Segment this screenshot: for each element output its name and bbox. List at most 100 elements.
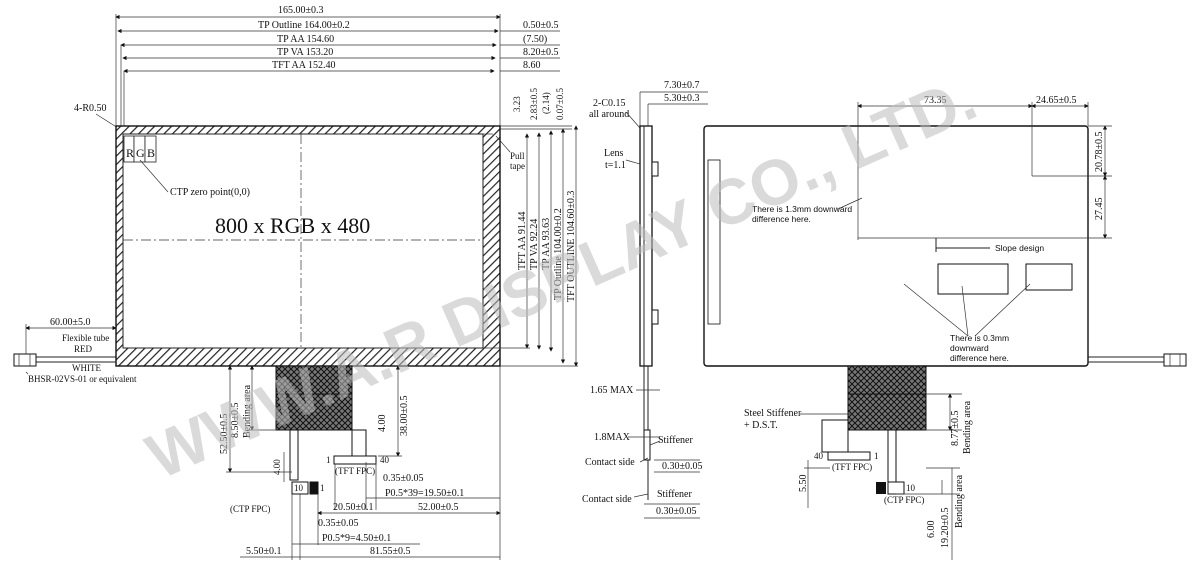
dim-fpc-right-1: 4.00 — [377, 415, 388, 433]
dim-tp-aa-v: TP AA 93.63 — [541, 218, 552, 270]
back-ctp-pin-1: 1 — [880, 483, 885, 493]
steel-stiffener-1: Steel Stiffener — [744, 408, 802, 419]
dim-bottom-8: 81.55±0.5 — [370, 546, 411, 557]
connector-label: BHSR-02VS-01 or equivalent — [28, 374, 137, 384]
side-max-18: 1.8MAX — [594, 432, 631, 443]
white-wire-label: WHITE — [72, 363, 101, 373]
note-03mm-1: There is 0.3mm — [950, 333, 1009, 343]
back-bottom-dim-4: Bending area — [954, 474, 965, 528]
chamfer-1: 2-C0.15 — [593, 98, 626, 109]
backlight-cable: 60.00±5.0 Flexible tube RED WHITE BHSR-0… — [13, 317, 137, 384]
rgb-r: R — [126, 146, 134, 160]
back-dim-top-2: 24.65±0.5 — [1036, 95, 1077, 106]
back-view: 73.35 24.65±0.5 20.78±0.5 27.45 There is… — [703, 95, 1187, 560]
back-ctp-pin-10: 10 — [906, 483, 916, 493]
front-vertical-dimensions: TFT AA 91.44 TP VA 92.24 TP AA 93.63 TP … — [483, 125, 579, 367]
dim-right-offset-2: (7.50) — [523, 34, 547, 45]
dim-tp-outline-v: TP Outline 104.00±0.2 — [553, 208, 564, 300]
dim-vert-offset-1: 3.23 — [512, 96, 522, 112]
dim-fpc-left-1: 52.50±0.5 — [219, 414, 230, 455]
side-panel-body — [639, 125, 653, 367]
corner-radius-label: 4-R0.50 — [74, 103, 107, 114]
tft-pin-40: 40 — [380, 455, 390, 465]
back-ctp-fpc-label: (CTP FPC) — [884, 495, 924, 505]
ctp-fpc-label: (CTP FPC) — [230, 504, 270, 514]
dim-bottom-7: 5.50±0.1 — [246, 546, 282, 557]
side-view: 7.30±0.7 5.30±0.3 2-C0.15 all around Len… — [582, 80, 708, 519]
slope-design: Slope design — [995, 243, 1044, 253]
back-bottom-dim-2: 6.00 — [926, 521, 937, 539]
side-dim-2: 5.30±0.3 — [664, 93, 700, 104]
back-tft-fpc-label: (TFT FPC) — [832, 462, 872, 472]
dim-bottom-2: P0.5*39=19.50±0.1 — [385, 488, 464, 499]
dim-right-offset-1: 0.50±0.5 — [523, 20, 559, 31]
active-area — [122, 133, 484, 349]
contact-side-2: Contact side — [582, 494, 632, 505]
dim-fpc-right-2: 38.00±0.5 — [399, 396, 410, 437]
back-dim-right-1: 20.78±0.5 — [1094, 132, 1105, 173]
dim-vert-offset-2: 2.83±0.5 — [529, 88, 539, 120]
rgb-pixel-boxes: R G B — [123, 135, 157, 163]
chamfer-2: all around — [589, 109, 629, 120]
dim-bottom-4: 52.00±0.5 — [418, 502, 459, 513]
note-03mm-2: downward — [950, 343, 989, 353]
tft-fpc-label: (TFT FPC) — [335, 466, 375, 476]
resolution-label: 800 x RGB x 480 — [215, 213, 370, 238]
back-tft-pin-1: 1 — [874, 451, 879, 461]
stiffener-1: Stiffener — [658, 435, 693, 446]
dim-bottom-6: P0.5*9=4.50±0.1 — [322, 533, 391, 544]
back-bottom-dim-3: 19.20±0.5 — [940, 508, 951, 549]
lens-label: Lens — [604, 148, 624, 159]
back-tft-pin-40: 40 — [814, 451, 824, 461]
cable-length: 60.00±5.0 — [50, 317, 91, 328]
pull-tape-1: Pull — [510, 151, 525, 161]
note-03mm-3: difference here. — [950, 353, 1009, 363]
dim-fpc-left-3: Bending area — [242, 384, 253, 438]
ctp-pin-1: 1 — [320, 483, 325, 493]
dim-tft-aa: TFT AA 152.40 — [272, 60, 335, 71]
dim-fpc-left-4: 4.00 — [272, 459, 282, 475]
tft-pin-1: 1 — [326, 455, 331, 465]
dim-tp-va-v: TP VA 92.24 — [529, 219, 540, 270]
contact-side-1: Contact side — [585, 457, 635, 468]
thickness-1: 0.30±0.05 — [662, 461, 703, 472]
lens-thickness: t=1.1 — [605, 160, 626, 171]
dim-bottom-3: 20.50±0.1 — [333, 502, 374, 513]
steel-stiffener-2: + D.S.T. — [744, 420, 778, 431]
dim-right-offset-4: 8.60 — [523, 60, 541, 71]
dim-overall-width: 165.00±0.3 — [278, 5, 324, 16]
dim-vert-offset-3: (2.14) — [541, 92, 551, 114]
ctp-pin-10: 10 — [294, 483, 304, 493]
flexible-tube-label: Flexible tube — [62, 333, 109, 343]
dim-tp-outline: TP Outline 164.00±0.2 — [258, 20, 350, 31]
red-wire-label: RED — [74, 344, 93, 354]
thickness-2: 0.30±0.05 — [656, 506, 697, 517]
side-max-165: 1.65 MAX — [590, 385, 634, 396]
front-top-dimensions: 165.00±0.3 TP Outline 164.00±0.2 TP AA 1… — [115, 5, 560, 128]
note-13mm-1: There is 1.3mm downward — [752, 204, 852, 214]
front-fpc: 10 1 1 40 (TFT FPC) (CTP FPC) 52.50±0.5 … — [219, 365, 501, 560]
pull-tape-2: tape — [510, 161, 525, 171]
dim-bottom-1: 0.35±0.05 — [383, 473, 424, 484]
dim-tp-va: TP VA 153.20 — [277, 47, 333, 58]
dim-bottom-5: 0.35±0.05 — [318, 518, 359, 529]
dim-tft-outline-v: TFT OUTLINE 104.60±0.3 — [566, 191, 577, 302]
rgb-g: G — [136, 146, 145, 160]
stiffener-2: Stiffener — [657, 489, 692, 500]
side-dim-1: 7.30±0.7 — [664, 80, 700, 91]
front-vertical-offsets: 3.23 2.83±0.5 (2.14) 0.07±0.5 — [500, 88, 572, 130]
dim-fpc-left-2: 8.50±0.5 — [230, 403, 241, 439]
front-view: 165.00±0.3 TP Outline 164.00±0.2 TP AA 1… — [13, 5, 579, 560]
back-dim-top-1: 73.35 — [924, 95, 947, 106]
note-13mm-2: difference here. — [752, 214, 811, 224]
dim-right-offset-3: 8.20±0.5 — [523, 47, 559, 58]
back-dim-right-2: 27.45 — [1094, 198, 1105, 221]
back-bottom-dim-1: 5.50 — [798, 475, 809, 493]
back-bend-label: Bending area — [962, 400, 973, 454]
dim-tft-aa-v: TFT AA 91.44 — [517, 212, 528, 270]
ctp-zero-point: CTP zero point(0,0) — [170, 187, 250, 198]
dim-vert-offset-4: 0.07±0.5 — [555, 88, 565, 120]
rgb-b: B — [147, 146, 155, 160]
dim-tp-aa: TP AA 154.60 — [277, 34, 334, 45]
